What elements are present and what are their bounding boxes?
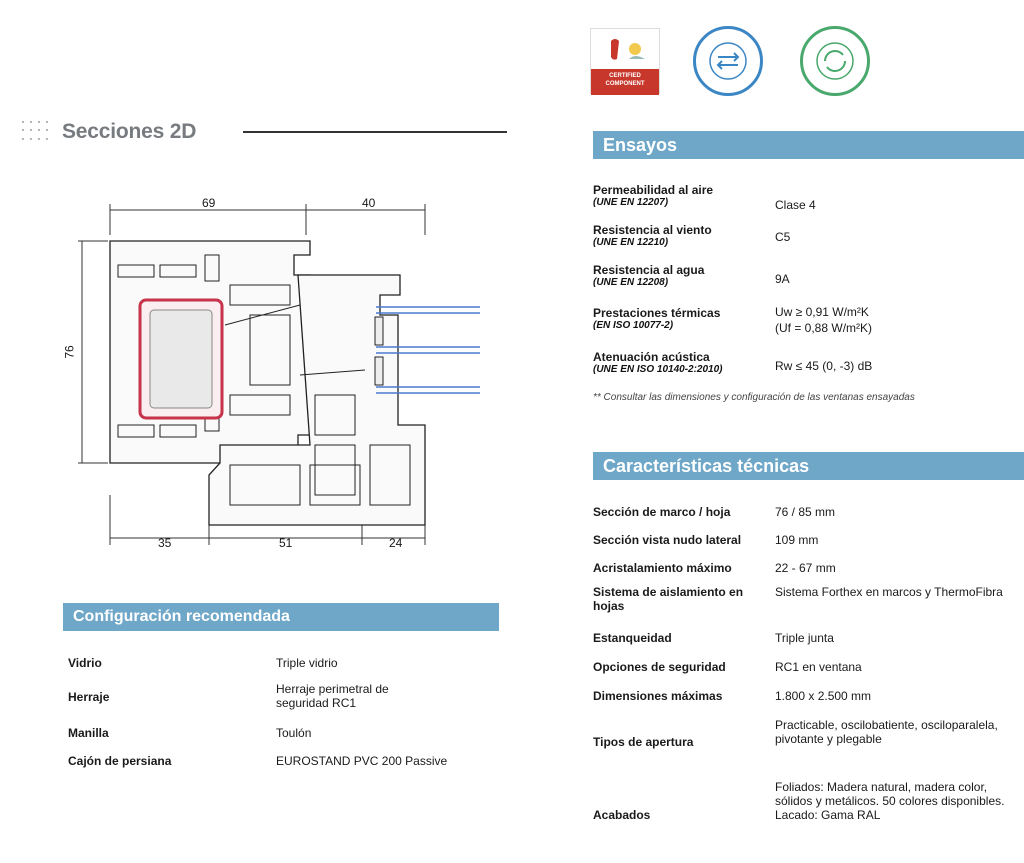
caract-value: Foliados: Madera natural, madera color, …	[775, 780, 1005, 822]
ensayo-value-2: (Uf = 0,88 W/m²K)	[775, 321, 873, 335]
ensayo-value: 9A	[775, 272, 790, 286]
config-label-vidrio: Vidrio	[68, 656, 102, 670]
ensayo-label: Permeabilidad al aire	[593, 183, 714, 197]
config-value-vidrio: Triple vidrio	[276, 656, 338, 670]
dim-bottom-51: 51	[279, 536, 293, 550]
ensayo-row: Permeabilidad al aire (UNE EN 12207)	[593, 183, 713, 209]
ensayo-norm: (UNE EN 12208)	[593, 277, 669, 288]
caract-value: Sistema Forthex en marcos y ThermoFibra	[775, 585, 1003, 599]
caract-value: RC1 en ventana	[775, 660, 862, 674]
dim-bottom-24: 24	[389, 536, 403, 550]
ensayo-row: Atenuación acústica (UNE EN ISO 10140-2:…	[593, 350, 723, 376]
section-title: Secciones 2D	[62, 120, 197, 143]
caract-header: Características técnicas	[593, 452, 1024, 480]
ensayo-norm: (UNE EN 12207)	[593, 197, 669, 208]
ensayo-norm: (EN ISO 10077-2)	[593, 320, 674, 331]
ensayo-label: Prestaciones térmicas	[593, 306, 721, 320]
caract-label: Acabados	[593, 808, 651, 822]
ensayos-note: ** Consultar las dimensiones y configura…	[593, 392, 915, 403]
caract-value: 109 mm	[775, 533, 819, 547]
caract-value: Triple junta	[775, 631, 834, 645]
ensayo-label: Resistencia al agua	[593, 263, 705, 277]
caract-label: Estanqueidad	[593, 631, 672, 645]
dim-top-40: 40	[362, 196, 376, 210]
caract-value: Practicable, oscilobatiente, osciloparal…	[775, 718, 998, 746]
config-header: Configuración recomendada	[63, 603, 499, 631]
ensayos-header: Ensayos	[593, 131, 1024, 159]
ensayo-value: Clase 4	[775, 198, 816, 212]
passive-house-cert-icon: CERTIFIED COMPONENT	[590, 28, 660, 95]
config-value-cajon: EUROSTAND PVC 200 Passive	[276, 754, 448, 768]
dim-top-69: 69	[202, 196, 216, 210]
recyclable-icon	[800, 26, 870, 96]
ensayo-label: Resistencia al viento	[593, 223, 712, 237]
config-label-cajon: Cajón de persiana	[68, 754, 172, 768]
caract-label: Opciones de seguridad	[593, 660, 726, 674]
config-value-herraje: Herraje perimetral de seguridad RC1	[276, 682, 389, 710]
config-label-manilla: Manilla	[68, 726, 109, 740]
dots-icon	[22, 121, 50, 143]
ensayo-row: Resistencia al viento (UNE EN 12210)	[593, 223, 712, 249]
ensayo-norm: (UNE EN ISO 10140-2:2010)	[593, 364, 723, 375]
caract-label: Acristalamiento máximo	[593, 561, 732, 575]
caract-value: 1.800 x 2.500 mm	[775, 689, 872, 703]
ensayo-row: Resistencia al agua (UNE EN 12208)	[593, 263, 704, 289]
caract-value: 22 - 67 mm	[775, 561, 836, 575]
modularity-icon	[693, 26, 763, 96]
config-value-manilla: Toulón	[276, 726, 312, 740]
caract-value: 76 / 85 mm	[775, 505, 836, 519]
caract-label: Tipos de apertura	[593, 735, 694, 749]
ensayo-norm: (UNE EN 12210)	[593, 237, 669, 248]
dim-left-76: 76	[62, 345, 77, 359]
dim-bottom-35: 35	[158, 536, 172, 550]
caract-label: Sección vista nudo lateral	[593, 533, 742, 547]
caract-label: Sistema de aislamiento en hojas	[593, 585, 744, 613]
ensayo-value: C5	[775, 230, 791, 244]
ensayo-label: Atenuación acústica	[593, 350, 710, 364]
ensayo-row: Prestaciones térmicas (EN ISO 10077-2)	[593, 306, 720, 332]
caract-label: Dimensiones máximas	[593, 689, 723, 703]
ensayo-value: Uw ≥ 0,91 W/m²K	[775, 305, 869, 319]
ensayo-value: Rw ≤ 45 (0, -3) dB	[775, 359, 873, 373]
section-header: Secciones 2D	[22, 118, 196, 146]
caract-label: Sección de marco / hoja	[593, 505, 731, 519]
profile-section-drawing	[78, 204, 480, 545]
cert-label: CERTIFIED COMPONENT	[591, 69, 659, 95]
config-label-herraje: Herraje	[68, 690, 110, 704]
section-divider	[243, 131, 507, 133]
